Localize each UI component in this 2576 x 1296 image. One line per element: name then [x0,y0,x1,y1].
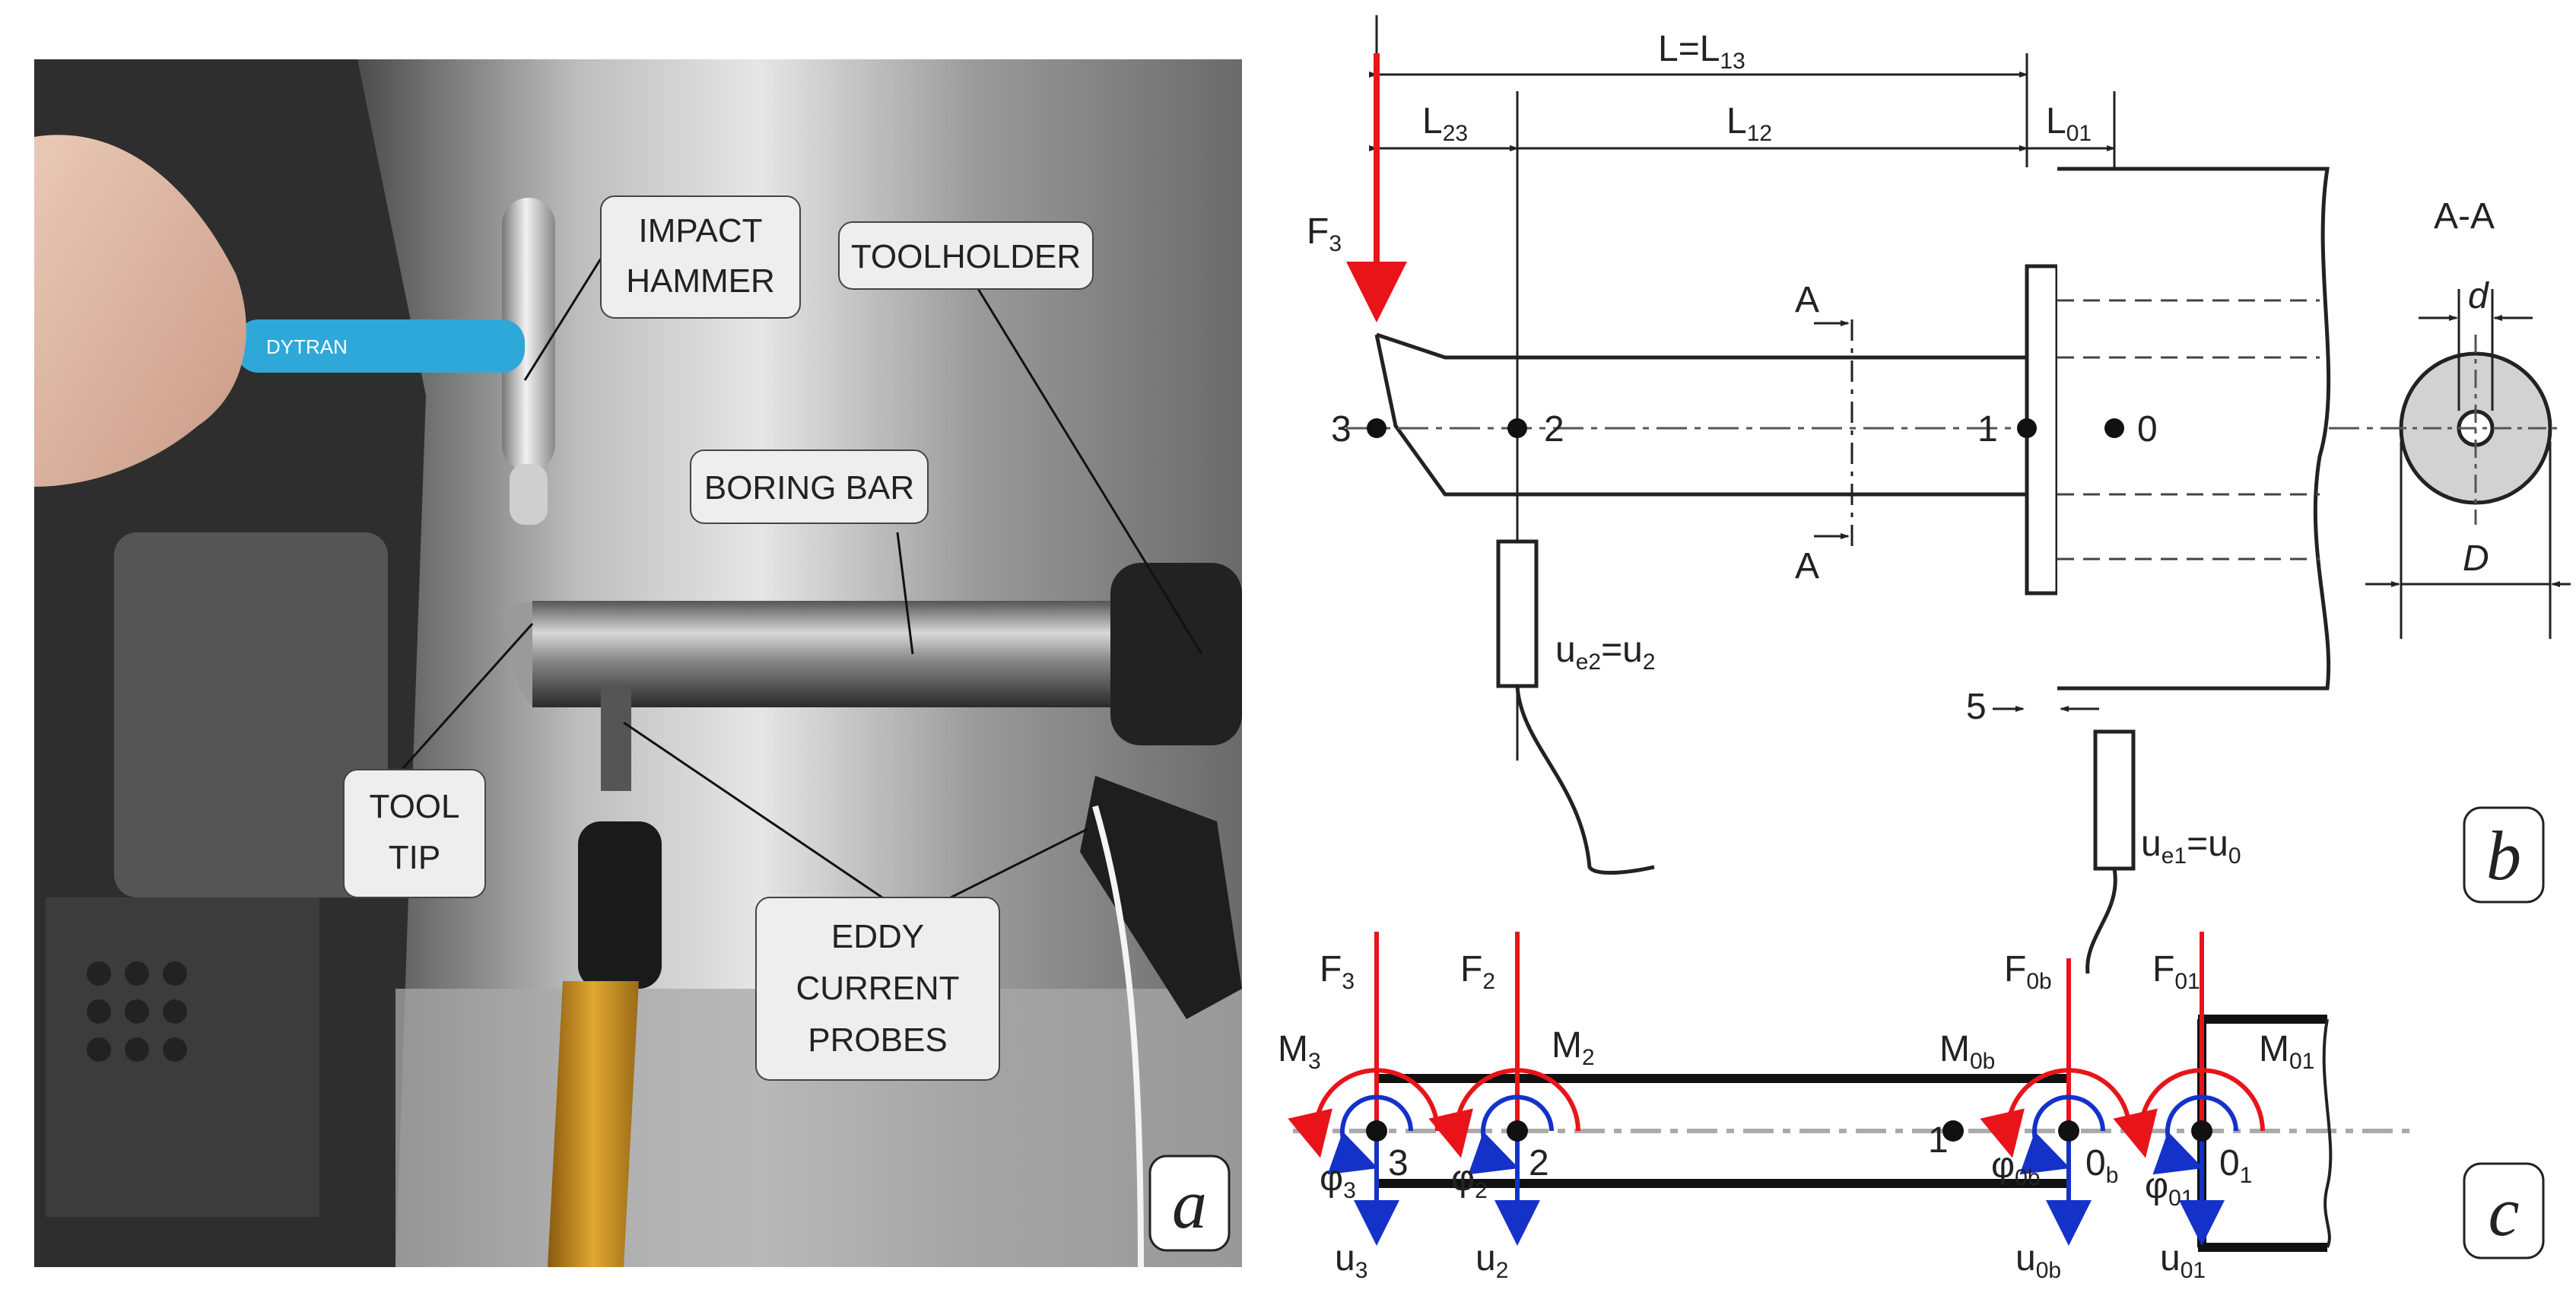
dim-L01: L01 [2046,101,2092,146]
model-bar [1377,1074,2069,1188]
callout-tool-tip-line1: TOOL [369,788,459,825]
rotation-label-phi3: φ3 [1320,1158,1356,1203]
sensor-e1-label: ue1=u0 [2141,824,2241,869]
node-label-3: 3 [1331,409,1352,449]
hand-image [34,135,246,487]
panel-c-tag: c [2489,1173,2520,1250]
section-dim-lines [2365,289,2571,639]
panel-b-tag-box [2463,806,2545,904]
hammer-tip-image [510,464,548,525]
block-holes [87,961,187,1062]
model-node-2: 2 [1529,1143,1549,1183]
hammer-handle-image [236,319,525,373]
panel-b-tag: b [2486,817,2521,894]
callout-eddy-line1: EDDY [831,918,924,955]
callout-boring-bar: BORING BAR [690,449,929,524]
model-node-0b: 0b [2085,1143,2118,1188]
boring-bar-image [532,601,1156,707]
callout-tool-tip: TOOL TIP [343,769,486,898]
sensor-e2-label: ue2=u2 [1555,630,1656,675]
toolholder-hidden-lines [2057,299,2320,561]
sensor-e1-body [2093,729,2136,871]
force-label-F2-model: F2 [1460,949,1495,994]
moment-label-M2: M2 [1552,1025,1595,1070]
disp-label-u2: u2 [1475,1238,1508,1283]
dim-L12: L12 [1726,101,1772,146]
model-node-1: 1 [1928,1120,1949,1161]
dim-L23: L23 [1422,101,1468,146]
callout-boring-bar-text: BORING BAR [704,469,914,507]
callout-impact-hammer: IMPACT HAMMER [600,195,801,319]
moment-label-M3: M3 [1278,1029,1321,1074]
force-label-F3: F3 [1307,211,1342,256]
callout-leaders [402,258,1203,899]
hammer-head-image [502,198,555,472]
dim-L-main: L=L13 [1658,29,1745,74]
disp-label-u0b: u0b [2015,1238,2061,1283]
probe-arm-image [1080,776,1242,1019]
toolholder-image [1110,563,1242,745]
toolholder-outline [2057,167,2331,691]
callout-impact-hammer-line2: HAMMER [626,262,775,300]
panel-a-photo: DYTRAN IMPACT HAMMER TOOLHOLDER [34,59,1242,1267]
probe-handle-image [548,981,639,1267]
node-label-1: 1 [1977,409,1998,449]
probe-stem-image [601,685,631,791]
disp-label-u3: u3 [1335,1238,1367,1283]
moment-label-M01: M01 [2259,1029,2314,1074]
section-label-d: d [2468,276,2489,316]
callout-toolholder: TOOLHOLDER [838,221,1094,290]
model-moments [1288,1068,2265,1158]
callout-tool-tip-line2: TIP [389,839,440,876]
callout-impact-hammer-line1: IMPACT [639,212,763,249]
boring-bar-outline [1374,332,2027,497]
panel-b-schematic: L=L13 L23 L12 L01 F3 A A [1307,15,2571,974]
disp-label-u01: u01 [2160,1238,2206,1283]
callout-eddy-line2: CURRENT [796,970,959,1007]
rotation-label-phi2: φ2 [1451,1158,1488,1203]
sensor-e2-cable [1515,685,1655,875]
probe-clamp-image [578,821,662,989]
callout-toolholder-text: TOOLHOLDER [851,238,1081,275]
dim-5-label: 5 [1966,687,1987,727]
model-displacements [1354,1131,2225,1246]
node-label-0: 0 [2137,409,2158,449]
model-node-01: 01 [2219,1143,2252,1188]
model-holder-break [2322,1018,2333,1248]
rotation-label-phi0b: φ0b [1991,1145,2041,1190]
model-rotations [1327,1094,2238,1175]
node-points [1367,418,2124,438]
panel-c-model: F3 F2 F0b F01 M3 M2 M0b M01 φ3 φ2 φ0b φ0… [1278,932,2545,1283]
section-mark-bottom: A [1795,546,1819,586]
section-title: A-A [2434,196,2495,237]
probe-cable-image [1092,805,1144,1267]
panel-a-tag-box [1148,1155,1231,1252]
panel-c-tag-box [2463,1162,2545,1259]
sensor-e1-cable [2085,868,2117,974]
callout-eddy-line3: PROBES [808,1021,947,1059]
force-label-F01-model: F01 [2152,949,2200,994]
hammer-brand-text: DYTRAN [266,335,348,358]
rotation-label-phi01: φ01 [2145,1166,2194,1211]
section-label-D: D [2463,538,2489,579]
tool-block [114,532,388,897]
panel-a-tag: a [1172,1165,1207,1243]
section-mark-top: A [1795,280,1819,320]
force-label-F3-model: F3 [1320,949,1355,994]
model-node-3: 3 [1388,1143,1409,1183]
model-nodes [1366,1120,2212,1142]
sensor-e2-body [1496,539,1539,688]
force-label-F0b-model: F0b [2004,949,2052,994]
node-label-2: 2 [1544,409,1564,449]
callout-eddy-current-probes: EDDY CURRENT PROBES [755,897,1000,1081]
moment-label-M0b: M0b [1939,1029,1995,1074]
tool-tip-image [502,601,532,707]
